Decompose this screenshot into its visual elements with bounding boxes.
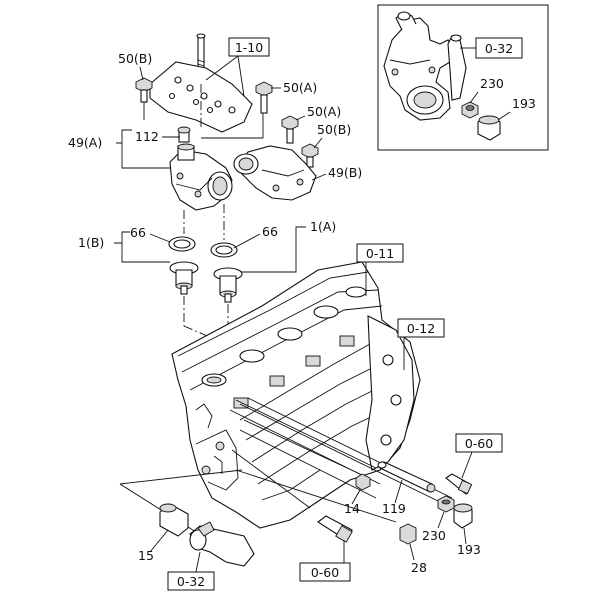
label-1b: 1(B) (78, 235, 104, 250)
ref-box-0-60-right (455, 433, 503, 453)
inset-water-outlet-housing (383, 11, 467, 121)
label-112: 112 (135, 129, 159, 144)
label-50a-1: 50(A) (283, 80, 317, 95)
label-50b-2: 50(B) (317, 122, 351, 137)
label-0-32-inset: 0-32 (485, 41, 513, 56)
label-230-inset: 230 (480, 76, 504, 91)
hose-bottom (189, 521, 255, 567)
plug-14 (355, 473, 371, 491)
bolt-50b-top (135, 77, 153, 103)
pipe-119 (377, 461, 436, 493)
label-0-32-bottom: 0-32 (177, 574, 205, 589)
label-50b-top: 50(B) (118, 51, 152, 66)
label-1-10: 1-10 (235, 40, 263, 55)
bolt-50a-2 (281, 115, 299, 144)
label-0-60-bottom: 0-60 (311, 565, 339, 580)
label-66-left: 66 (130, 225, 146, 240)
label-66-right: 66 (262, 224, 278, 239)
inset-ref-box-0-32 (475, 37, 523, 59)
label-119: 119 (382, 501, 406, 516)
plug-28 (399, 523, 417, 545)
ref-box-1-10 (228, 37, 270, 57)
label-0-60-right: 0-60 (465, 436, 493, 451)
ref-box-0-32-bottom (167, 571, 215, 591)
label-1a: 1(A) (310, 219, 336, 234)
plug-15 (159, 503, 189, 537)
label-193: 193 (457, 542, 481, 557)
label-49b: 49(B) (328, 165, 362, 180)
cylinder-block (171, 261, 421, 529)
o-ring-66-right (210, 242, 238, 258)
thermostat-housing-49a (169, 143, 233, 211)
label-28: 28 (411, 560, 427, 575)
nut-230 (437, 495, 455, 513)
inset-panel: 0-32 230 193 (377, 4, 549, 151)
label-193-inset: 193 (512, 96, 536, 111)
label-0-12: 0-12 (407, 321, 435, 336)
thermostat-1a (213, 267, 243, 303)
label-14: 14 (344, 501, 360, 516)
ref-box-0-12 (397, 318, 445, 338)
inset-cap-193 (477, 115, 501, 141)
inset-nut-230 (461, 101, 479, 119)
label-50a-2: 50(A) (307, 104, 341, 119)
bolt-112 (177, 126, 191, 143)
sensor-bottom (317, 515, 353, 543)
fitting-right (445, 473, 473, 495)
label-230: 230 (422, 528, 446, 543)
bolt-50a-1 (255, 81, 273, 114)
thermostat-1b (169, 261, 199, 295)
label-0-11: 0-11 (366, 246, 394, 261)
cap-193 (453, 503, 473, 529)
ref-box-0-11 (356, 243, 404, 263)
label-49a: 49(A) (68, 135, 102, 150)
water-outlet-49b (233, 145, 317, 201)
ref-box-0-60-bottom (299, 562, 351, 582)
o-ring-66-left (168, 236, 196, 252)
